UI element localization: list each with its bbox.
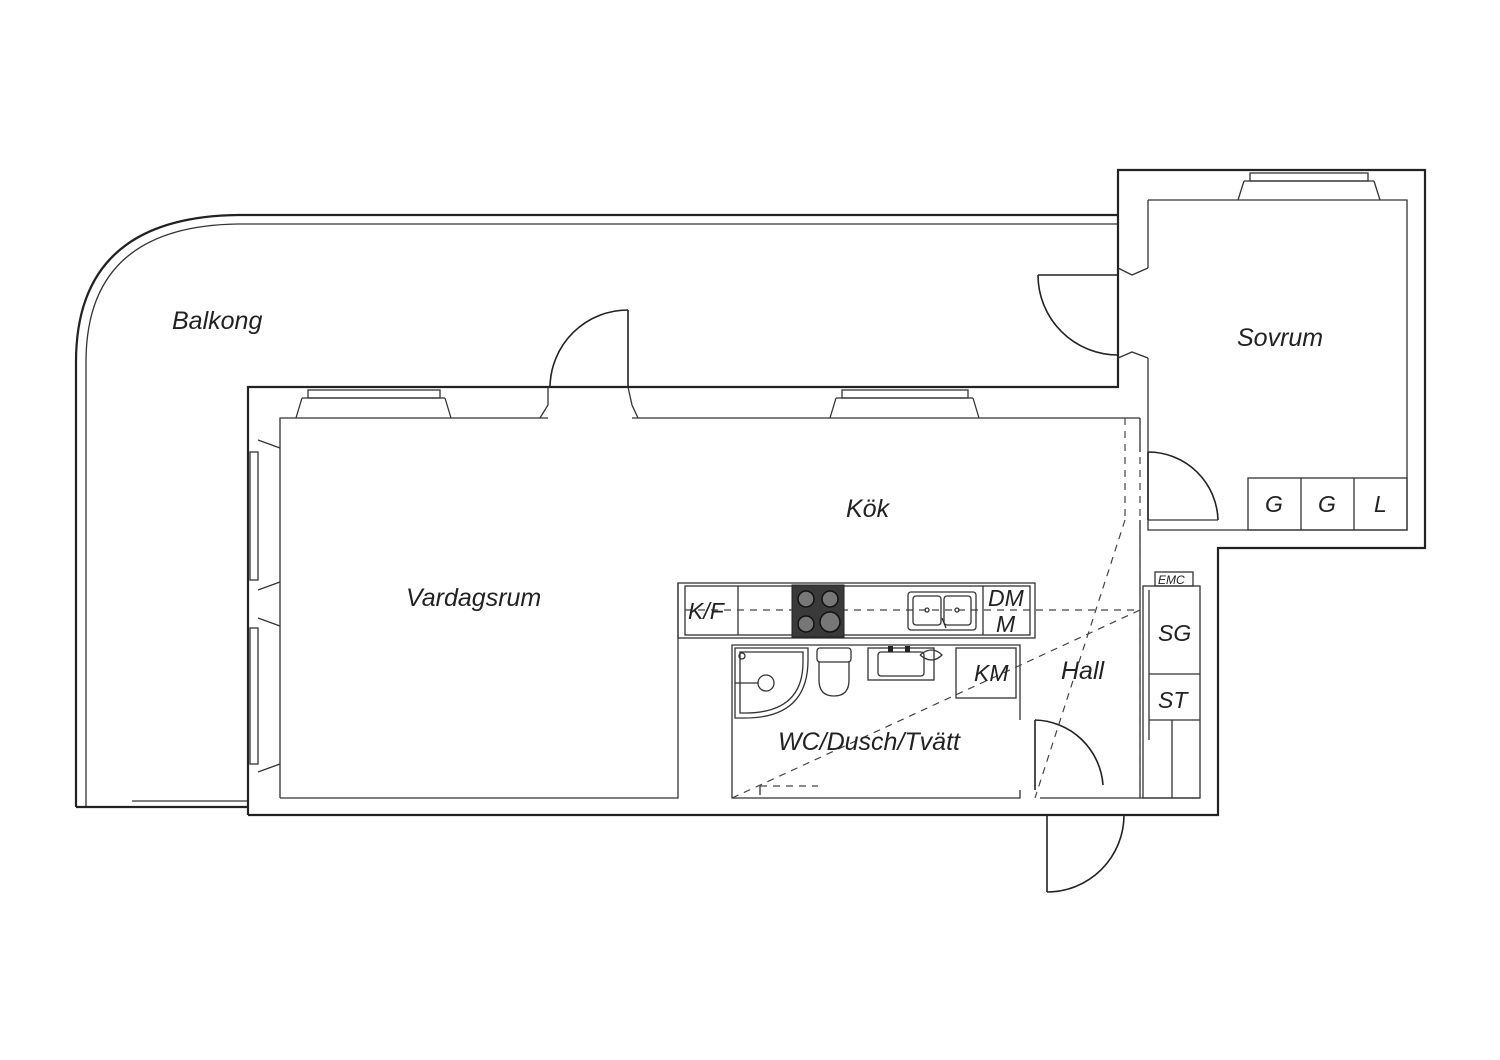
washbasin-icon: [867, 646, 943, 681]
bathroom-door: [1034, 719, 1104, 790]
room-label-hall: Hall: [1061, 657, 1106, 685]
stove-icon: [791, 584, 845, 638]
fixture-label-sg: SG: [1158, 620, 1191, 646]
bedroom-closets: [1247, 477, 1408, 531]
fixture-label-kf: K/F: [688, 598, 726, 624]
window-west: [249, 439, 281, 773]
window-bedroom: [1237, 172, 1381, 201]
room-label-wc: WC/Dusch/Tvätt: [778, 728, 961, 756]
fixture-label-emc: EMC: [1158, 573, 1185, 587]
hall-dashes: [1034, 418, 1141, 799]
room-label-vardagsrum: Vardagsrum: [406, 584, 541, 612]
closet-label-g1: G: [1265, 491, 1283, 517]
living-room-walls: [279, 417, 1200, 799]
sink-icon: [907, 591, 977, 631]
closet-label-l: L: [1374, 491, 1387, 517]
fixture-label-st: ST: [1158, 687, 1189, 713]
hall-wardrobe: [1142, 571, 1201, 799]
fixture-label-km: KM: [974, 660, 1009, 686]
bedroom-balcony-door: [1037, 274, 1119, 356]
toilet-icon: [816, 647, 852, 697]
entrance-door: [1046, 814, 1125, 893]
window-living-left: [295, 389, 452, 419]
balcony: [74, 213, 1118, 809]
closet-label-g2: G: [1318, 491, 1336, 517]
bedroom-walls: [1117, 199, 1408, 531]
bedroom-door: [1147, 451, 1219, 521]
room-label-sovrum: Sovrum: [1237, 324, 1323, 352]
shower-icon: [734, 647, 809, 719]
drain-marks: [759, 785, 818, 795]
fixture-label-m: M: [996, 611, 1016, 637]
room-label-balkong: Balkong: [172, 307, 262, 335]
bathroom-walls: [731, 609, 1141, 799]
fixture-label-dm: DM: [988, 585, 1025, 611]
washing-machine: [955, 647, 1017, 699]
balcony-door: [539, 309, 639, 419]
window-kitchen: [829, 389, 980, 419]
room-label-kok: Kök: [846, 495, 891, 523]
outer-walls: [246, 168, 1427, 817]
